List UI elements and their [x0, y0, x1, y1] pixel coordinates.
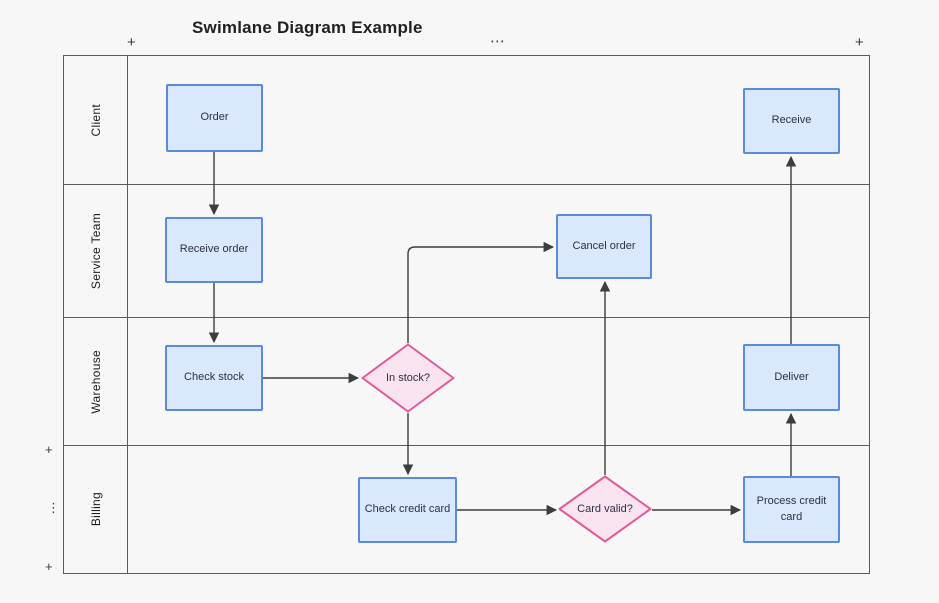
node-in-stock[interactable]: In stock?	[361, 343, 455, 413]
node-process-credit-card[interactable]: Process credit card	[743, 476, 840, 543]
add-row-bottom-button[interactable]: +	[45, 559, 53, 574]
add-row-top-button[interactable]: +	[45, 442, 53, 457]
node-deliver[interactable]: Deliver	[743, 344, 840, 411]
diamond-shape	[558, 475, 652, 543]
lane-warehouse: Warehouse	[64, 318, 869, 446]
node-order[interactable]: Order	[166, 84, 263, 152]
diagram-title[interactable]: Swimlane Diagram Example	[192, 18, 423, 37]
row-drag-handle-icon[interactable]: ⋮	[47, 500, 60, 515]
lane-billing: Billing	[64, 446, 869, 573]
lane-header-warehouse[interactable]: Warehouse	[64, 318, 128, 445]
lane-label-billing: Billing	[88, 492, 103, 527]
node-check-stock[interactable]: Check stock	[165, 345, 263, 411]
lane-label-warehouse: Warehouse	[88, 349, 103, 414]
node-check-credit-card[interactable]: Check credit card	[358, 477, 457, 543]
node-receive-order[interactable]: Receive order	[165, 217, 263, 283]
add-column-left-button[interactable]: +	[127, 34, 136, 51]
lane-header-client[interactable]: Client	[64, 56, 128, 184]
lane-label-client: Client	[88, 103, 103, 137]
node-cancel-order[interactable]: Cancel order	[556, 214, 652, 279]
lane-label-service-team: Service Team	[88, 212, 103, 290]
frame-menu-icon[interactable]: ⋯	[490, 33, 505, 50]
lane-client: Client	[64, 56, 869, 185]
lane-header-billing[interactable]: Billing	[64, 446, 128, 573]
node-card-valid-label: Card valid?	[577, 503, 633, 515]
node-card-valid[interactable]: Card valid?	[558, 475, 652, 543]
node-in-stock-label: In stock?	[385, 372, 431, 384]
lane-header-service-team[interactable]: Service Team	[64, 185, 128, 317]
node-receive[interactable]: Receive	[743, 88, 840, 154]
add-column-right-button[interactable]: +	[855, 34, 864, 51]
diamond-shape	[361, 343, 455, 413]
